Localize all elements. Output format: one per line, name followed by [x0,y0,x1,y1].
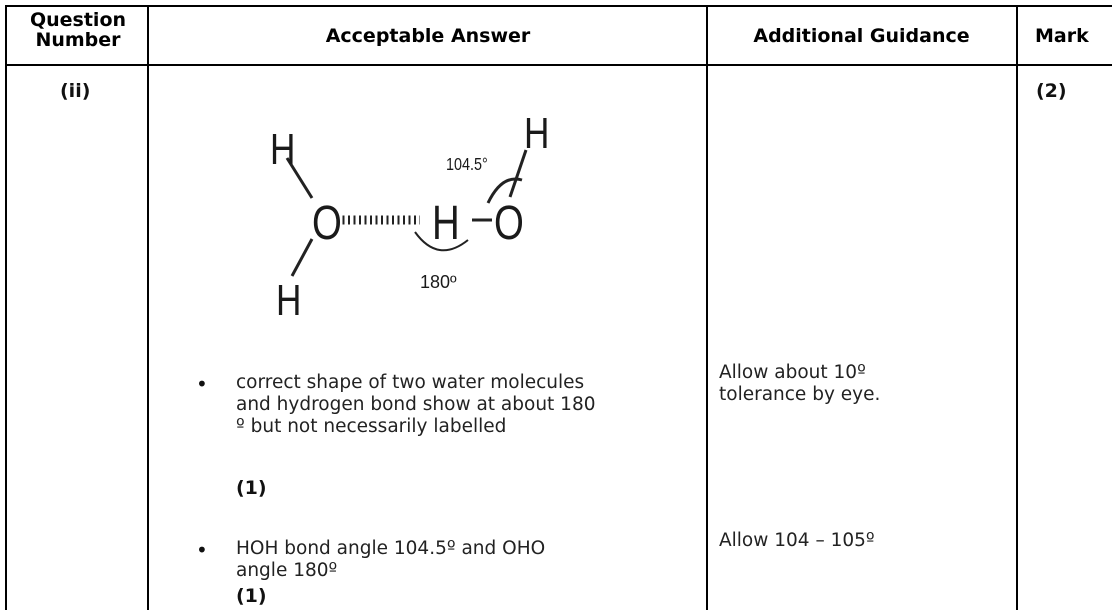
table-top-border [5,5,1112,7]
guidance-2-line-1: Allow 104 – 105º [719,530,875,551]
column-divider-guidance [1016,5,1018,610]
bond-h1-o1 [285,157,314,199]
answer-text-2: HOH bond angle 104.5º and OHO angle 180º [236,538,545,582]
atom-h1: H [270,125,295,174]
header-additional-guidance: Additional Guidance [753,25,970,47]
angle-arc-hoh [486,177,523,204]
angle-arc-oho [414,231,469,252]
answer-2-line-1: HOH bond angle 104.5º and OHO [236,538,546,559]
header-acceptable-answer: Acceptable Answer [325,25,531,47]
water-dimer-diagram: H O H H O H 104.5° 180º [270,109,549,325]
atom-h4: H [524,109,549,158]
angle-label-hoh: 104.5° [446,155,488,175]
atom-h3: H [432,197,460,250]
header-bottom-border [5,64,1112,66]
answer-bullet-2: • [196,538,208,562]
answer-1-line-2: and hydrogen bond show at about 180 [236,394,596,415]
column-divider-question [147,5,149,610]
header-question-line2: Number [35,29,121,51]
angle-label-oho: 180º [420,272,457,292]
header-mark: Mark [1035,25,1089,47]
answer-text-1: correct shape of two water molecules and… [236,372,596,438]
header-question-number: Question Number [13,10,143,50]
guidance-2: Allow 104 – 105º [719,530,875,552]
atom-o2: O [494,197,524,250]
header-question-line1: Question [29,9,127,31]
bond-o1-h2 [290,238,314,277]
answer-1-line-3: º but not necessarily labelled [236,416,507,437]
answer-2-mark: (1) [236,585,267,607]
answer-1-mark: (1) [236,477,267,499]
answer-1-line-1: correct shape of two water molecules [236,372,585,393]
table-left-border [5,5,7,610]
bond-o2-h4 [508,149,528,198]
guidance-1-line-2: tolerance by eye. [719,384,881,405]
answer-2-line-2: angle 180º [236,560,338,581]
mark-value: (2) [1036,80,1067,102]
column-divider-answer [706,5,708,610]
guidance-1-line-1: Allow about 10º [719,362,866,383]
atom-h2: H [276,276,301,325]
question-number: (ii) [60,80,91,102]
atom-o1: O [312,197,342,250]
answer-bullet-1: • [196,372,208,396]
guidance-1: Allow about 10º tolerance by eye. [719,362,880,406]
